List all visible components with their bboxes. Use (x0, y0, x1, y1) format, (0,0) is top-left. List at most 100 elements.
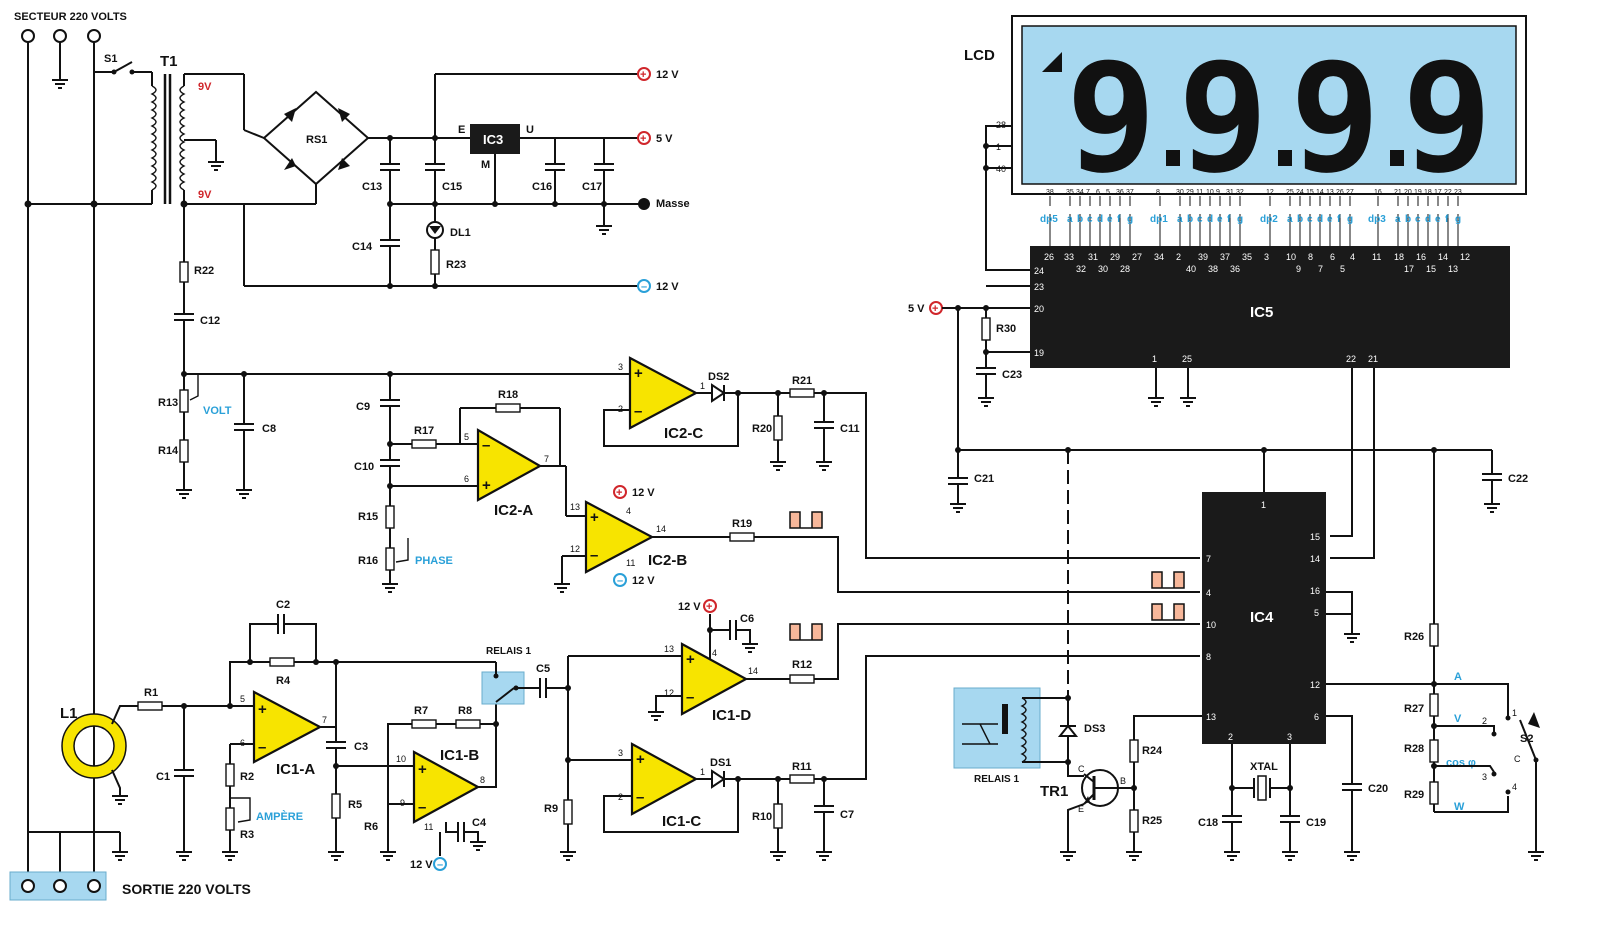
svg-text:+: + (636, 751, 645, 768)
ic5-top-pin: 15 (1426, 264, 1436, 274)
relay1-contact-label: RELAIS 1 (486, 646, 531, 657)
ic4-pin5: 5 (1314, 608, 1319, 618)
svg-text:+: + (706, 601, 712, 613)
ic5-top-pin: 9 (1296, 264, 1301, 274)
lcd-top-pin: 29 (1186, 189, 1194, 196)
power-supply: RS1 IC3 E U M C13 C15 (243, 67, 690, 293)
c19-label: C19 (1306, 817, 1326, 829)
ic3-u: U (526, 124, 534, 136)
pulse-icon (789, 623, 823, 641)
s2-pos4: 4 (1512, 782, 1517, 792)
tr1-collector-label: C (1078, 764, 1085, 774)
lcd-decimal-point (1166, 150, 1180, 166)
ic5-top-pin: 12 (1460, 252, 1470, 262)
ic5-top-pin: 17 (1404, 264, 1414, 274)
tr1-emitter-label: E (1078, 804, 1084, 814)
s1-label: S1 (104, 53, 117, 65)
pulse-icon (1151, 571, 1185, 589)
lcd-top-pin: 36 (1116, 189, 1124, 196)
mains-terminal-1 (21, 29, 35, 43)
c16-label: C16 (532, 181, 552, 193)
ic5-top-pin: 35 (1242, 252, 1252, 262)
c15-label: C15 (442, 181, 462, 193)
t1-9v-top: 9V (198, 81, 212, 93)
opamp-ic2a (476, 428, 543, 502)
lcd-digit: 9 (1066, 32, 1156, 206)
lcd-top-pin: 27 (1346, 189, 1354, 196)
lcd-segment-label: d (1097, 214, 1103, 225)
xtal-label: XTAL (1250, 761, 1278, 773)
c6-label: C6 (740, 613, 754, 625)
c10-label: C10 (354, 461, 374, 473)
ic2b-pin4: 4 (626, 506, 631, 516)
ic1d-pin14: 14 (748, 666, 758, 676)
lcd-segment-label: dp3 (1368, 214, 1386, 225)
ic2a-label: IC2-A (494, 502, 533, 519)
r7-label: R7 (414, 705, 428, 717)
ic5-left-pin: 20 (1034, 304, 1044, 314)
ic2b-pin14: 14 (656, 524, 666, 534)
ic1c-pin1: 1 (700, 767, 705, 777)
diode-ds1 (711, 769, 726, 789)
r3-label: R3 (240, 829, 254, 841)
lcd-top-pin: 22 (1444, 189, 1452, 196)
c14-label: C14 (352, 241, 373, 253)
transformer-t1: T1 9V 9V (150, 53, 212, 204)
r11-label: R11 (792, 761, 812, 773)
ic5-bottom-pin: 21 (1368, 354, 1378, 364)
ic5-top-pin: 40 (1186, 264, 1196, 274)
ic4-pin1: 1 (1261, 500, 1266, 510)
s2-pos2: 2 (1482, 716, 1487, 726)
cap-c17: C17 (582, 138, 614, 204)
ic5-top-pin: 6 (1330, 252, 1335, 262)
l1-label: L1 (60, 705, 78, 722)
lcd-digit: 9 (1402, 32, 1492, 206)
ic1c-pin3: 3 (618, 748, 623, 758)
c13-label: C13 (362, 181, 382, 193)
rail-12v-neg: 12 V (656, 281, 679, 293)
lcd-top-pin: 13 (1326, 189, 1334, 196)
r23-label: R23 (446, 259, 466, 271)
ic5-top-pin: 8 (1308, 252, 1313, 262)
rail-12v-pos: 12 V (656, 69, 679, 81)
lcd-segment-label: e (1107, 214, 1113, 225)
lcd-segment-label: a (1177, 214, 1183, 225)
ic4-pin3: 3 (1287, 732, 1292, 742)
ic5-top-pin: 4 (1350, 252, 1355, 262)
ds3-label: DS3 (1084, 723, 1105, 735)
lcd-top-pin: 25 (1286, 189, 1294, 196)
svg-text:+: + (616, 487, 622, 499)
r12-label: R12 (792, 659, 812, 671)
ic2b-12v-neg: 12 V (632, 575, 655, 587)
lcd-top-pin: 26 (1336, 189, 1344, 196)
ic1b-12v-neg: 12 V (410, 859, 433, 871)
lcd-top-pin: 9 (1216, 189, 1220, 196)
ic5-top-pin: 11 (1372, 252, 1381, 262)
r15-label: R15 (358, 511, 378, 523)
lcd-segment-label: e (1327, 214, 1333, 225)
svg-text:+: + (640, 69, 646, 81)
lcd-segment-label: f (1445, 214, 1449, 225)
mains-section: SECTEUR 220 VOLTS S1 T1 9V 9V (9, 11, 251, 901)
r14-label: R14 (158, 445, 179, 457)
ic5-top-pin: 32 (1076, 264, 1086, 274)
lcd-top-pin: 20 (1404, 189, 1412, 196)
lcd-top-pin: 24 (1296, 189, 1304, 196)
svg-text:+: + (640, 133, 646, 145)
r13-label: R13 (158, 397, 178, 409)
c12-label: C12 (200, 315, 220, 327)
s2-pos3: 3 (1482, 772, 1487, 782)
r2-label: R2 (240, 771, 254, 783)
lcd-decimal-point (1390, 150, 1404, 166)
lcd-digit: 9 (1290, 32, 1380, 206)
ic5-label: IC5 (1250, 304, 1273, 321)
r19-label: R19 (732, 518, 752, 530)
lcd-top-pin: 32 (1236, 189, 1244, 196)
lcd-top-pin: 6 (1096, 189, 1100, 196)
ic1d-pin4: 4 (712, 648, 717, 658)
t1-label: T1 (160, 53, 178, 70)
lcd-screen (1021, 25, 1517, 185)
ic5-top-pin: 10 (1286, 252, 1296, 262)
lcd-label: LCD (964, 47, 995, 64)
ic3-m: M (481, 159, 490, 171)
